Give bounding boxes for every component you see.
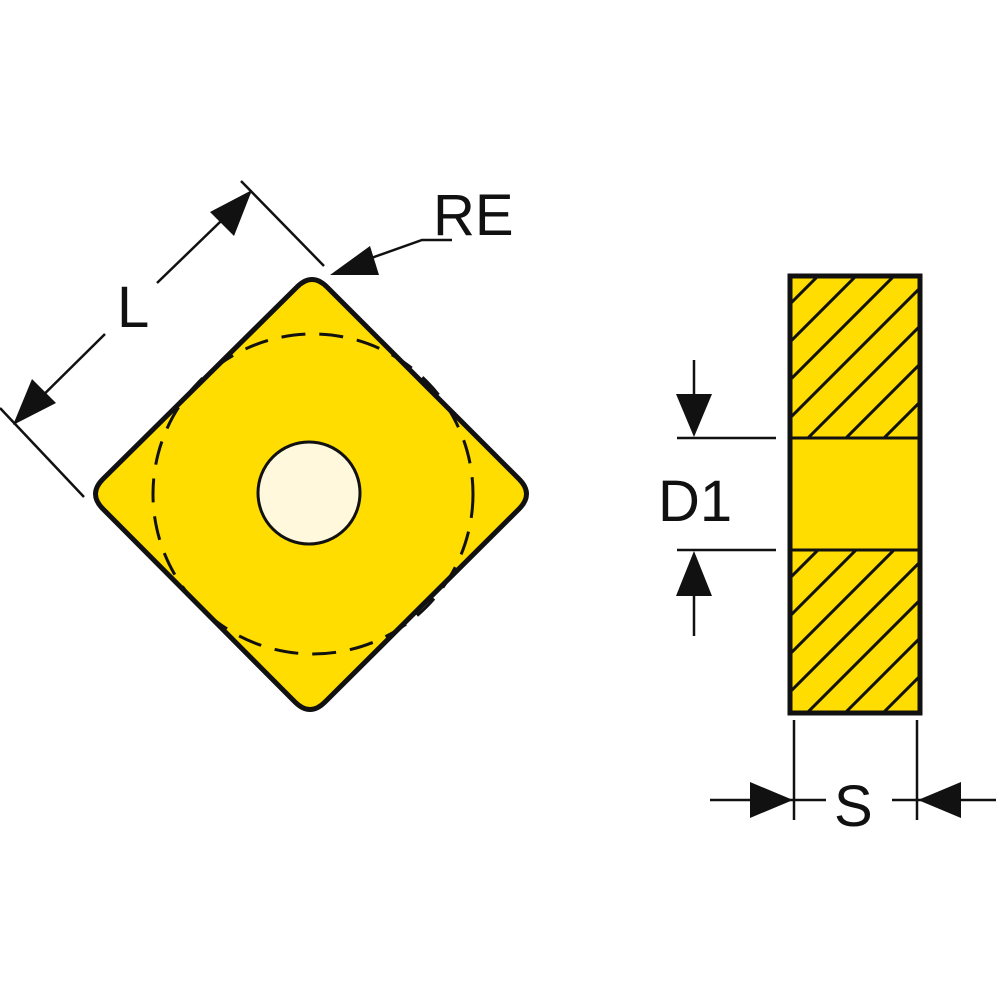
dimension-s — [710, 720, 996, 820]
hatch-line — [844, 363, 918, 437]
hatch-line — [792, 287, 918, 419]
hatch-line — [792, 551, 858, 617]
hatch-line — [792, 278, 819, 305]
arrow-head-icon — [918, 782, 961, 818]
arrow-head-icon — [13, 379, 56, 425]
arrow-head-icon — [330, 246, 379, 275]
hatch-line — [790, 828, 920, 958]
hatch-line — [790, 136, 920, 266]
hatch-line — [792, 278, 857, 343]
hatch-line — [792, 561, 918, 693]
dimension-l — [0, 180, 325, 498]
dimension-re — [330, 238, 452, 275]
arrow-head-icon — [676, 551, 712, 596]
dimension-d1 — [676, 360, 776, 636]
hatching-bottom — [790, 551, 920, 958]
extension-line — [240, 180, 325, 267]
side-body — [787, 273, 923, 716]
hatch-line — [882, 401, 918, 437]
label-re: RE — [433, 183, 514, 248]
hatch-line — [882, 675, 918, 711]
insert-side-view — [787, 136, 923, 958]
leader-line — [359, 238, 452, 264]
arrow-head-icon — [750, 782, 793, 818]
hatch-line — [844, 637, 918, 711]
hatch-line — [806, 599, 918, 711]
center-hole — [256, 440, 362, 546]
inscribed-circle-dashed — [151, 332, 475, 656]
hatch-line — [792, 551, 896, 655]
label-s: S — [834, 774, 873, 839]
label-l: L — [117, 275, 149, 340]
extension-line — [0, 407, 85, 498]
hatch-line — [792, 278, 895, 381]
arrow-head-icon — [210, 190, 252, 236]
label-d1: D1 — [658, 469, 732, 534]
hatch-line — [792, 551, 820, 579]
arrow-head-icon — [676, 394, 712, 437]
hatching-top — [790, 136, 920, 437]
insert-top-view — [93, 277, 529, 712]
hatch-line — [806, 325, 918, 437]
